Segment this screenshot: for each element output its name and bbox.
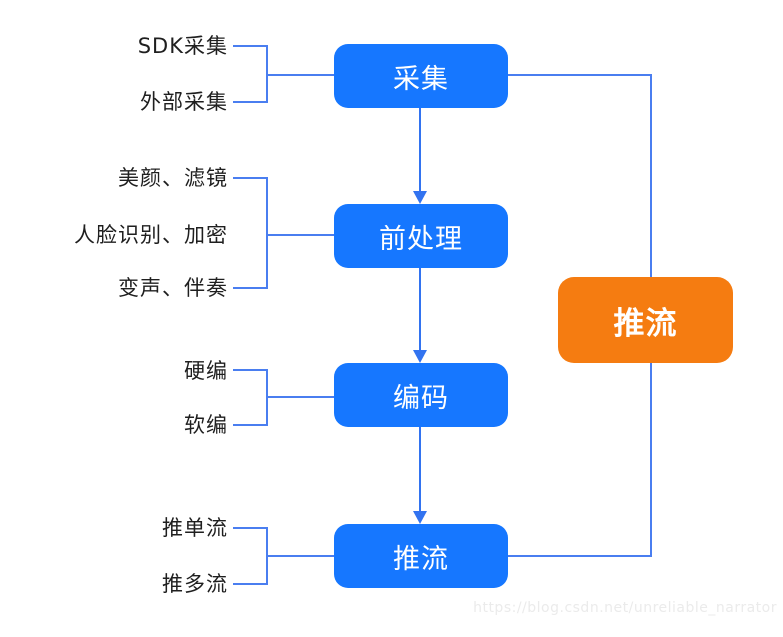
side-label-push-single-stream: 推单流 [162, 516, 228, 540]
side-label-hardware-encode: 硬编 [184, 359, 228, 383]
watermark-url: https://blog.csdn.net/unreliable_narrato… [473, 600, 777, 616]
bracket-capture-sources [233, 45, 268, 103]
side-label-face-recognition-encrypt: 人脸识别、加密 [74, 223, 228, 247]
bracket-preprocess-features [233, 177, 268, 289]
highlight-node-push-stream: 推流 [558, 277, 733, 363]
side-label-sdk-capture: SDK采集 [137, 34, 228, 58]
flow-node-preprocess: 前处理 [334, 204, 508, 268]
arrow-preprocess-to-encode-head [413, 350, 427, 363]
side-label-beauty-filter: 美颜、滤镜 [118, 166, 228, 190]
side-label-software-encode: 软编 [184, 413, 228, 437]
side-label-voice-accompaniment: 变声、伴奏 [118, 276, 228, 300]
bracket-encode-modes [233, 369, 268, 426]
flow-node-push: 推流 [334, 524, 508, 588]
bracket-push-modes [233, 527, 268, 585]
side-label-push-multi-stream: 推多流 [162, 572, 228, 596]
side-label-external-capture: 外部采集 [140, 90, 228, 114]
arrow-encode-to-push-head [413, 511, 427, 524]
flow-node-capture: 采集 [334, 44, 508, 108]
flow-node-encode: 编码 [334, 363, 508, 427]
arrow-capture-to-preprocess-head [413, 191, 427, 204]
